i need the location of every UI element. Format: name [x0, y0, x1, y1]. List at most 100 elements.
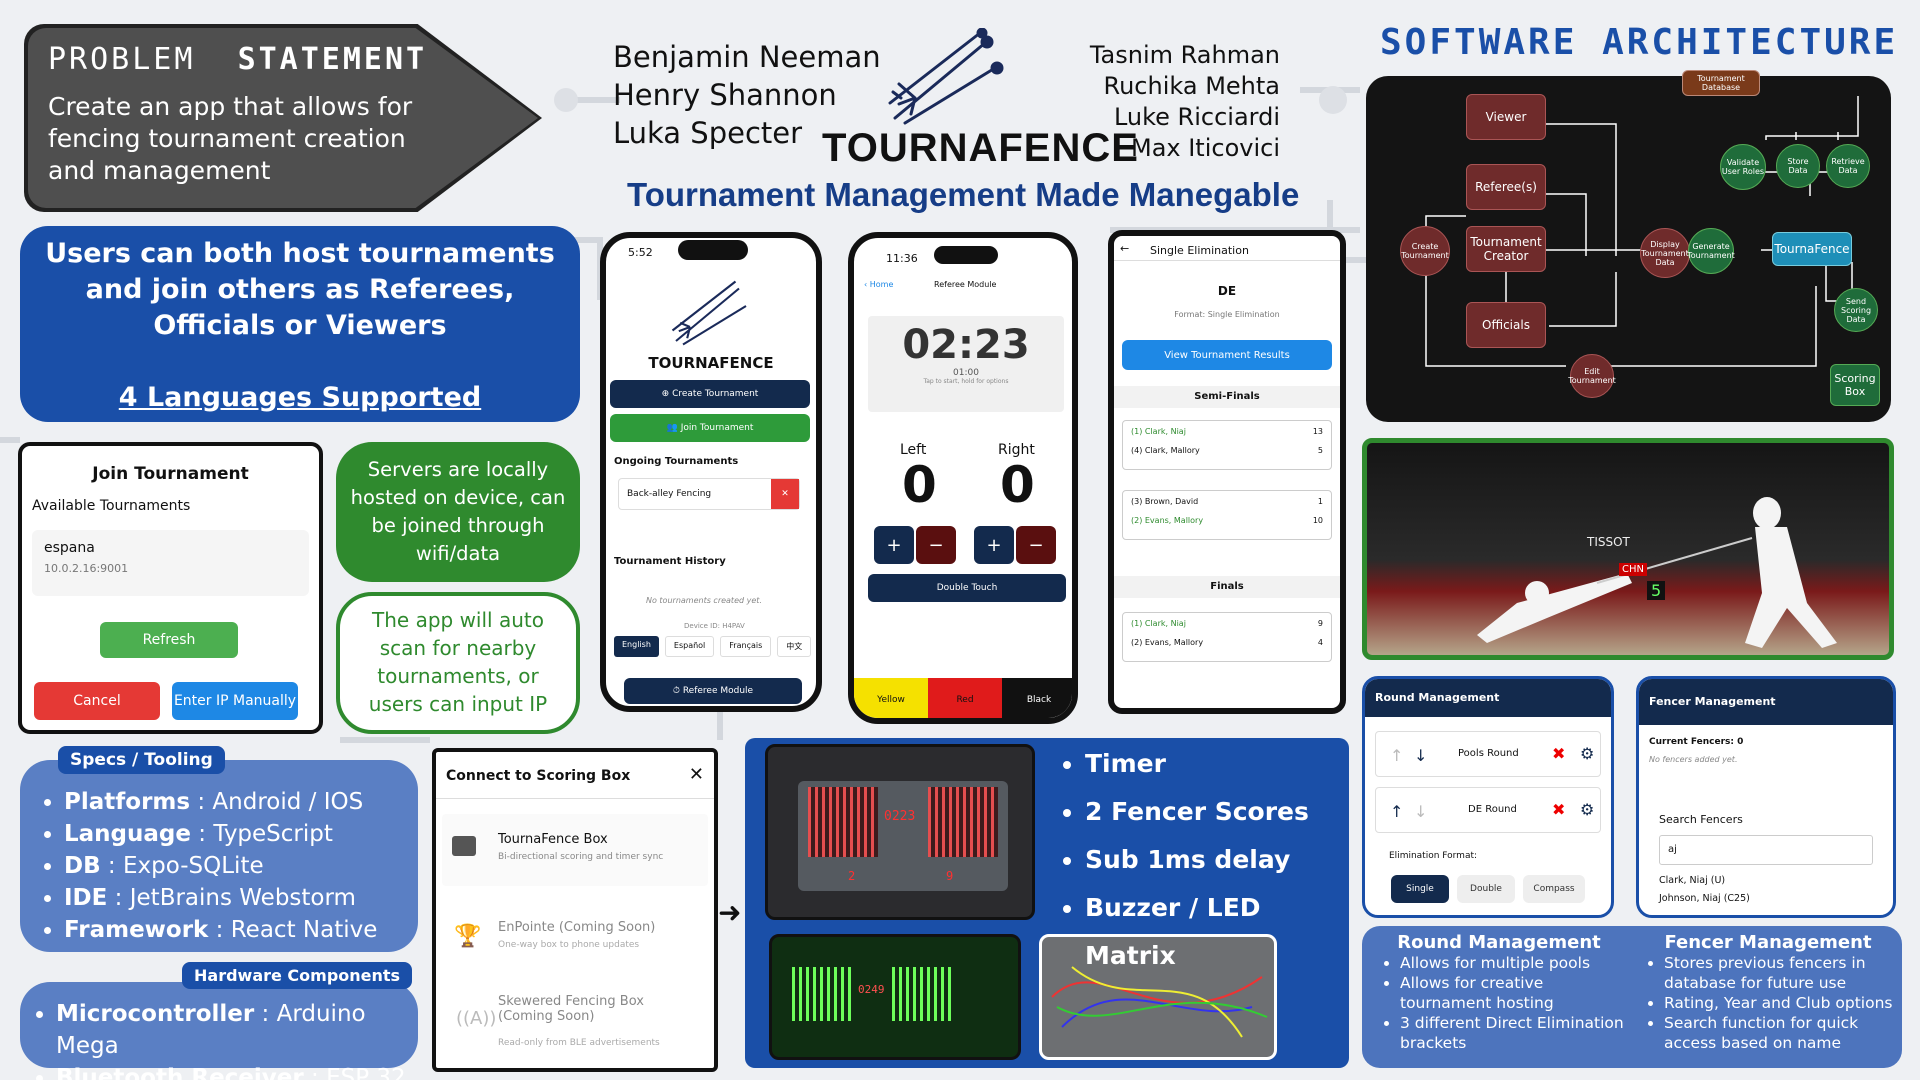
refresh-button[interactable]: Refresh	[100, 622, 238, 658]
viewer-node: Viewer	[1466, 94, 1546, 140]
referee-module-button[interactable]: ⏱ Referee Module	[624, 678, 802, 704]
round-item[interactable]: ↑ ↓ Pools Round ✖ ⚙	[1375, 731, 1601, 777]
box-icon	[452, 836, 476, 856]
feature-item: 2 Fencer Scores	[1085, 788, 1349, 836]
join-tournament-button[interactable]: 👥 Join Tournament	[610, 414, 810, 442]
bracket-title: Single Elimination	[1150, 244, 1249, 257]
server-ip: 10.0.2.16:9001	[44, 562, 129, 575]
move-down-icon[interactable]: ↓	[1414, 746, 1428, 765]
problem-statement: PROBLEM STATEMENT Create an app that all…	[28, 28, 538, 208]
architecture-diagram: Tournament Database Viewer Referee(s) To…	[1366, 70, 1891, 422]
option-desc: Read-only from BLE advertisements	[498, 1038, 660, 1048]
right-plus-button[interactable]: +	[974, 526, 1014, 564]
delete-icon[interactable]: ✕	[771, 479, 799, 509]
close-icon[interactable]: ✕	[688, 764, 704, 785]
create-tournament-node: Create Tournament	[1400, 226, 1450, 276]
option-title: Skewered Fencing Box (Coming Soon)	[498, 994, 644, 1024]
yellow-card-button[interactable]: Yellow	[854, 678, 928, 718]
led-matrix-left	[792, 967, 852, 1021]
create-tournament-button[interactable]: ⊕ Create Tournament	[610, 380, 810, 408]
author: Tasnim Rahman	[1089, 41, 1280, 69]
fencing-photo: TISSOT CHN 5	[1362, 438, 1894, 660]
status-time: 5:52	[628, 246, 653, 259]
led-left-readout: 2	[848, 869, 856, 883]
fencer-name: (1) Clark, Niaj	[1131, 619, 1186, 628]
scoring-option[interactable]: 🏆 EnPointe (Coming Soon) One-way box to …	[442, 902, 708, 974]
move-down-icon[interactable]: ↓	[1414, 802, 1428, 821]
de-label: DE	[1217, 284, 1237, 298]
timer-panel[interactable]: 02:23 01:00 Tap to start, hold for optio…	[868, 316, 1064, 412]
led-timer-readout: 0223	[884, 809, 916, 824]
format-double-button[interactable]: Double	[1457, 875, 1515, 903]
lang-option[interactable]: English	[614, 636, 659, 657]
problem-text: Create an app that allows for fencing to…	[48, 92, 413, 185]
ongoing-tournament-name: Back-alley Fencing	[627, 489, 712, 499]
led-right-readout: 9	[946, 869, 954, 883]
tournament-database-node: Tournament Database	[1682, 70, 1760, 96]
spec-item: Framework : React Native	[64, 914, 418, 946]
gear-icon[interactable]: ⚙	[1580, 800, 1595, 819]
arrow-right-icon: ➜	[718, 896, 742, 929]
delete-icon[interactable]: ✖	[1552, 800, 1566, 819]
tournafence-node: TournaFence	[1772, 232, 1852, 266]
sponsor-banner: TISSOT	[1587, 535, 1630, 549]
timer-display: 02:23	[902, 322, 1030, 368]
format-compass-button[interactable]: Compass	[1523, 875, 1585, 903]
led-matrix-left	[808, 787, 878, 857]
lang-option[interactable]: Español	[664, 636, 715, 657]
cancel-button[interactable]: Cancel	[34, 682, 160, 720]
round-item[interactable]: ↑ ↓ DE Round ✖ ⚙	[1375, 787, 1601, 833]
screen-title: Referee Module	[934, 280, 997, 289]
fencer-score: 13	[1312, 427, 1323, 436]
double-touch-button[interactable]: Double Touch	[868, 574, 1066, 602]
ongoing-tournament-item[interactable]: Back-alley Fencing ✕	[618, 478, 800, 510]
fencer-management-card: Fencer Management Current Fencers: 0 No …	[1636, 676, 1896, 918]
display-tournament-data-node: Display Tournament Data	[1640, 228, 1690, 278]
send-scoring-data-node: Send Scoring Data	[1834, 288, 1878, 332]
scoring-option[interactable]: ((A)) Skewered Fencing Box (Coming Soon)…	[442, 982, 708, 1066]
authors-right: Tasnim Rahman Ruchika Mehta Luke Ricciar…	[1050, 40, 1280, 164]
spec-item: DB : Expo-SQLite	[64, 850, 418, 882]
left-minus-button[interactable]: −	[916, 526, 956, 564]
phone-notch	[678, 240, 748, 260]
server-list-item[interactable]: espana 10.0.2.16:9001	[32, 530, 309, 596]
left-score: 0	[902, 456, 937, 514]
led-timer-readout: 0249	[858, 983, 885, 996]
round-feature: 3 different Direct Elimination brackets	[1400, 1013, 1624, 1053]
phone-logo-text: TOURNAFENCE	[648, 354, 774, 372]
delete-icon[interactable]: ✖	[1552, 744, 1566, 763]
scoring-option[interactable]: TournaFence Box Bi-directional scoring a…	[442, 814, 708, 886]
format-single-button[interactable]: Single	[1391, 875, 1449, 903]
fencer-name: (3) Brown, David	[1131, 497, 1199, 506]
round-name: DE Round	[1468, 804, 1517, 815]
view-results-button[interactable]: View Tournament Results	[1122, 340, 1332, 370]
black-card-button[interactable]: Black	[1002, 678, 1072, 718]
move-up-icon[interactable]: ↑	[1390, 746, 1404, 765]
timer-hint: Tap to start, hold for options	[923, 378, 1009, 385]
left-plus-button[interactable]: +	[874, 526, 914, 564]
search-result[interactable]: Johnson, Niaj (C25)	[1659, 893, 1750, 904]
trophy-icon: 🏆	[454, 924, 482, 949]
fencer-score: 9	[1317, 619, 1323, 628]
users-roles-text: Users can both host tournaments and join…	[45, 238, 555, 341]
search-result[interactable]: Clark, Niaj (U)	[1659, 875, 1726, 886]
lang-option[interactable]: 中文	[777, 636, 812, 657]
hardware-features-box: 0223 2 9 0249 Timer 2 Fencer Scores Sub …	[745, 738, 1349, 1068]
fencer-management-text: Fencer Management Stores previous fencer…	[1642, 932, 1894, 1053]
enter-ip-manually-button[interactable]: Enter IP Manually	[172, 682, 298, 720]
back-arrow-icon[interactable]: ←	[1120, 242, 1130, 255]
lang-option[interactable]: Français	[720, 636, 772, 657]
move-up-icon[interactable]: ↑	[1390, 802, 1404, 821]
search-input[interactable]: aj	[1659, 835, 1873, 865]
right-minus-button[interactable]: −	[1016, 526, 1056, 564]
red-card-button[interactable]: Red	[928, 678, 1002, 718]
hardware-tag: Hardware Components	[182, 962, 413, 989]
back-home-link[interactable]: ‹ Home	[864, 280, 894, 289]
gear-icon[interactable]: ⚙	[1580, 744, 1595, 763]
round-name: Pools Round	[1458, 748, 1519, 759]
search-fencers-label: Search Fencers	[1659, 813, 1743, 826]
round-management-card: Round Management ↑ ↓ Pools Round ✖ ⚙ ↑ ↓…	[1362, 676, 1614, 918]
